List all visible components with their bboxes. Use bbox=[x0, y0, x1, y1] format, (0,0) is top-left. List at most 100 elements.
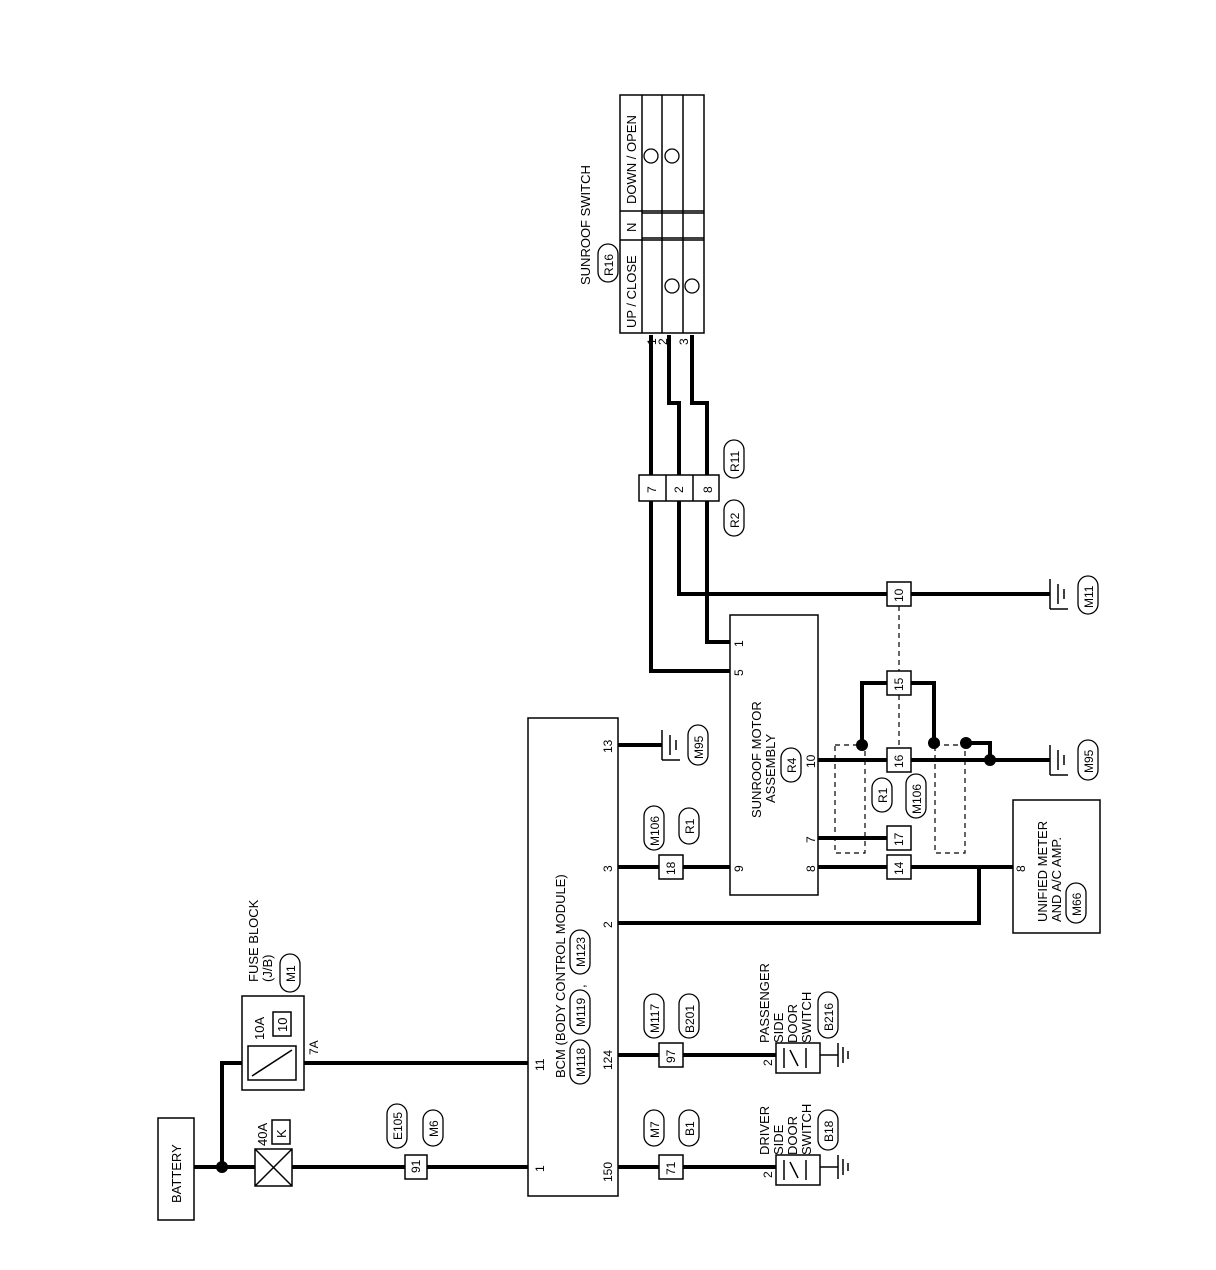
svg-text:SIDE: SIDE bbox=[771, 1124, 786, 1155]
svg-text:ASSEMBLY: ASSEMBLY bbox=[763, 734, 778, 803]
svg-text:M119: M119 bbox=[574, 998, 588, 1027]
svg-text:M117: M117 bbox=[648, 1004, 662, 1033]
svg-text:DOOR: DOOR bbox=[785, 1004, 800, 1043]
fuse-10a-id: 10 bbox=[275, 1018, 290, 1032]
svg-text:B1: B1 bbox=[683, 1121, 697, 1136]
svg-text:B216: B216 bbox=[822, 1003, 836, 1031]
fuse-10a-rating: 10A bbox=[252, 1017, 267, 1040]
unified-meter: 8 UNIFIED METER AND A/C AMP. M66 bbox=[1012, 799, 1101, 934]
svg-text:R1: R1 bbox=[683, 818, 697, 834]
svg-text:SUNROOF MOTOR: SUNROOF MOTOR bbox=[749, 701, 764, 818]
ground-m11: M11 bbox=[1049, 575, 1099, 615]
svg-text:5: 5 bbox=[732, 669, 746, 676]
svg-text:124: 124 bbox=[601, 1050, 615, 1070]
svg-text:B201: B201 bbox=[683, 1005, 697, 1033]
svg-text:N: N bbox=[624, 223, 639, 232]
sunroof-switch: SUNROOF SWITCH R16 UP / CLOSE N DOWN / O… bbox=[578, 94, 705, 345]
svg-text:10: 10 bbox=[892, 588, 906, 602]
junction-10: 10 bbox=[886, 581, 912, 607]
fuse-block-jb: (J/B) bbox=[260, 955, 275, 982]
svg-text:2: 2 bbox=[656, 338, 670, 345]
svg-text:PASSENGER: PASSENGER bbox=[757, 963, 772, 1043]
svg-text:18: 18 bbox=[664, 861, 678, 875]
fuse-block-title: FUSE BLOCK bbox=[246, 899, 261, 982]
svg-text:M95: M95 bbox=[1082, 749, 1096, 773]
svg-text:M6: M6 bbox=[427, 1120, 441, 1137]
svg-text:1: 1 bbox=[645, 338, 659, 345]
svg-text:M66: M66 bbox=[1070, 892, 1084, 916]
svg-text:8: 8 bbox=[1014, 865, 1028, 872]
svg-text:15: 15 bbox=[892, 677, 906, 691]
svg-text:17: 17 bbox=[892, 832, 906, 846]
splice-dots bbox=[216, 737, 996, 1173]
junction-14: 14 bbox=[886, 854, 912, 880]
svg-text:2: 2 bbox=[672, 486, 686, 493]
svg-text:SUNROOF SWITCH: SUNROOF SWITCH bbox=[578, 165, 593, 285]
svg-text:97: 97 bbox=[664, 1049, 678, 1063]
svg-text:DOWN / OPEN: DOWN / OPEN bbox=[624, 115, 639, 204]
svg-text:1: 1 bbox=[732, 640, 746, 647]
svg-text:2: 2 bbox=[761, 1059, 775, 1066]
svg-text:R4: R4 bbox=[785, 757, 799, 773]
fuse-block: 10A 10 7A FUSE BLOCK (J/B) M1 bbox=[241, 899, 321, 1091]
svg-text:8: 8 bbox=[804, 865, 818, 872]
svg-text:71: 71 bbox=[664, 1161, 678, 1175]
svg-text:1: 1 bbox=[533, 1165, 547, 1172]
svg-text:SWITCH: SWITCH bbox=[799, 992, 814, 1043]
svg-text:16: 16 bbox=[892, 754, 906, 768]
junction-91: 91 E105 M6 bbox=[386, 1103, 444, 1180]
junction-r2-r11: 7 2 8 R2 R11 bbox=[638, 439, 745, 537]
svg-text:DOOR: DOOR bbox=[785, 1116, 800, 1155]
svg-text:150: 150 bbox=[601, 1162, 615, 1182]
bcm-label: BCM (BODY CONTROL MODULE) bbox=[553, 874, 568, 1078]
svg-text:13: 13 bbox=[601, 739, 615, 753]
passenger-door-switch: 2 PASSENGER SIDE DOOR SWITCH B216 bbox=[757, 963, 849, 1074]
svg-text:M118: M118 bbox=[574, 1048, 588, 1077]
svg-text:2: 2 bbox=[601, 921, 615, 928]
svg-text:M95: M95 bbox=[692, 735, 706, 759]
svg-text:M106: M106 bbox=[910, 784, 924, 814]
ground-m95-bcm: M95 bbox=[661, 724, 709, 766]
svg-text:B18: B18 bbox=[822, 1120, 836, 1142]
junction-71: 71 M7 B1 bbox=[643, 1109, 700, 1180]
battery-label: BATTERY bbox=[169, 1144, 184, 1203]
fuse-40a-id: K bbox=[274, 1129, 289, 1138]
svg-text:2: 2 bbox=[761, 1171, 775, 1178]
junction-18: 18 M106 R1 bbox=[643, 805, 700, 880]
junction-r1-m106-labels: R1 M106 bbox=[871, 773, 927, 819]
svg-text:SWITCH: SWITCH bbox=[799, 1104, 814, 1155]
junction-17: 17 bbox=[886, 825, 912, 851]
fuse-40a-rating: 40A bbox=[255, 1123, 270, 1146]
svg-text:9: 9 bbox=[732, 865, 746, 872]
svg-text:SIDE: SIDE bbox=[771, 1012, 786, 1043]
svg-text:AND A/C AMP.: AND A/C AMP. bbox=[1049, 837, 1064, 922]
svg-text:DRIVER: DRIVER bbox=[757, 1106, 772, 1155]
svg-text:M11: M11 bbox=[1082, 585, 1096, 608]
svg-text:M106: M106 bbox=[648, 816, 662, 846]
junction-97: 97 M117 B201 bbox=[643, 993, 700, 1068]
ground-m95-motor: M95 bbox=[1049, 739, 1099, 781]
svg-text:14: 14 bbox=[892, 861, 906, 875]
svg-text:UNIFIED METER: UNIFIED METER bbox=[1035, 821, 1050, 922]
svg-text:11: 11 bbox=[533, 1058, 547, 1071]
fuse-7a-label: 7A bbox=[307, 1040, 321, 1055]
sunroof-motor-assembly: SUNROOF MOTOR ASSEMBLY R4 1 5 9 10 7 8 bbox=[729, 614, 819, 896]
svg-text:3: 3 bbox=[601, 865, 615, 872]
driver-door-switch: 2 DRIVER SIDE DOOR SWITCH B18 bbox=[757, 1104, 849, 1186]
svg-text:7: 7 bbox=[804, 836, 818, 843]
svg-text:8: 8 bbox=[701, 486, 715, 493]
svg-text:R11: R11 bbox=[728, 451, 742, 472]
bcm: BCM (BODY CONTROL MODULE) M118 M119 , M1… bbox=[527, 717, 619, 1197]
svg-text:R16: R16 bbox=[602, 254, 616, 276]
battery: BATTERY bbox=[157, 1117, 195, 1221]
svg-text:10: 10 bbox=[804, 754, 818, 768]
svg-text:R1: R1 bbox=[876, 787, 890, 803]
junction-15: 15 bbox=[886, 670, 912, 696]
svg-text:R2: R2 bbox=[728, 512, 742, 528]
fusible-link-40a: 40A K bbox=[254, 1119, 293, 1187]
svg-text:E105: E105 bbox=[391, 1112, 405, 1140]
svg-text:M7: M7 bbox=[648, 1121, 662, 1138]
svg-text:UP / CLOSE: UP / CLOSE bbox=[624, 255, 639, 328]
wires bbox=[194, 335, 1050, 1169]
